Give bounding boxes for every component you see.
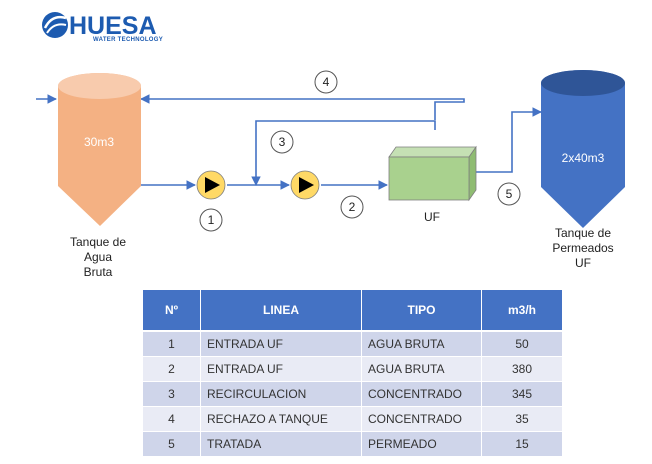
header-line: LINEA [201,290,362,332]
line-badge-2: 2 [340,195,364,219]
permeate-tank: 2x40m3 [541,70,625,228]
cell-number: 1 [143,332,201,357]
permeate-tank-label-2: Permeados [552,241,613,255]
raw-tank-volume: 30m3 [84,135,114,149]
line-5-permeate [476,107,542,173]
cell-line: RECIRCULACION [201,382,362,407]
cell-line: ENTRADA UF [201,332,362,357]
cell-type: AGUA BRUTA [362,332,482,357]
cell-type: AGUA BRUTA [362,357,482,382]
line-3-recirculation [251,120,436,186]
cell-flow: 380 [482,357,562,382]
raw-tank-label-3: Bruta [84,265,113,279]
line-badge-3-text: 3 [279,135,286,149]
raw-tank-label-1: Tanque de [70,235,126,249]
pump-play-icon [299,177,314,193]
permeate-tank-volume: 2x40m3 [562,151,605,165]
cell-type: CONCENTRADO [362,407,482,432]
huesa-logo: HUESA WATER TECHNOLOGY [42,12,163,43]
header-type: TIPO [362,290,482,332]
cell-number: 5 [143,432,201,457]
pump-play-icon [205,177,220,193]
table-row: 3 RECIRCULACION CONCENTRADO 345 [143,382,562,407]
line-badge-5-text: 5 [506,187,513,201]
cell-line: RECHAZO A TANQUE [201,407,362,432]
cell-flow: 50 [482,332,562,357]
cell-number: 3 [143,382,201,407]
line-badge-3: 3 [270,130,294,154]
pump-1 [196,170,226,200]
logo-name: HUESA [69,12,157,40]
raw-water-tank: 30m3 [58,73,141,227]
cell-number: 2 [143,357,201,382]
uf-label: UF [424,210,440,224]
pump-2 [290,170,320,200]
permeate-tank-label-1: Tanque de [555,226,611,240]
cell-flow: 35 [482,407,562,432]
table-row: 1 ENTRADA UF AGUA BRUTA 50 [143,332,562,357]
cell-number: 4 [143,407,201,432]
line-badge-4-text: 4 [323,75,330,89]
line-badge-5: 5 [497,182,521,206]
line-badge-1-text: 1 [208,213,215,227]
cell-line: ENTRADA UF [201,357,362,382]
table-row: 2 ENTRADA UF AGUA BRUTA 380 [143,357,562,382]
permeate-tank-label-3: UF [575,256,591,270]
line-4-reject-to-tank [140,94,465,120]
header-number: Nº [143,290,201,332]
logo-emblem-icon [42,12,68,38]
cell-flow: 345 [482,382,562,407]
cell-flow: 15 [482,432,562,457]
table-row: 4 RECHAZO A TANQUE CONCENTRADO 35 [143,407,562,432]
uf-unit [388,145,477,202]
header-flow: m3/h [482,290,562,332]
line-badge-4: 4 [314,70,338,94]
logo-tagline: WATER TECHNOLOGY [93,37,163,43]
flow-table: Nº LINEA TIPO m3/h 1 ENTRADA UF AGUA BRU… [143,290,562,457]
table-header-row: Nº LINEA TIPO m3/h [143,290,562,332]
cell-type: CONCENTRADO [362,382,482,407]
table-row: 5 TRATADA PERMEADO 15 [143,432,562,457]
line-badge-2-text: 2 [349,200,356,214]
cell-line: TRATADA [201,432,362,457]
raw-tank-label-2: Agua [84,250,112,264]
line-badge-1: 1 [199,208,223,232]
cell-type: PERMEADO [362,432,482,457]
process-diagram: HUESA WATER TECHNOLOGY 30m3 Tanque de Ag… [36,12,625,279]
